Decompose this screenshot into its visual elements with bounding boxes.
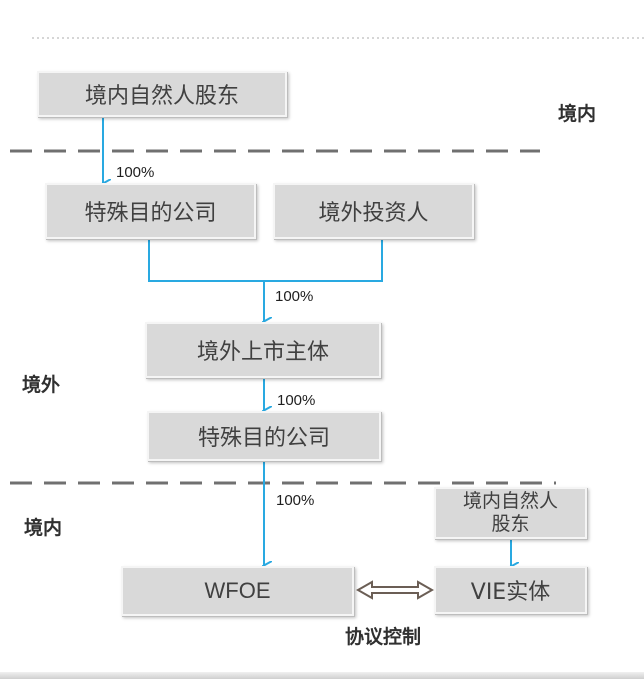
percent-label-shareholder-spv: 100% bbox=[116, 164, 155, 181]
footer-strip bbox=[0, 672, 644, 679]
percent-label-listed-spv: 100% bbox=[277, 392, 316, 409]
box-foreign-investor: 境外投资人 bbox=[273, 183, 474, 239]
region-label-domestic-top: 境内 bbox=[558, 103, 597, 125]
double-arrow-agreement bbox=[355, 580, 435, 600]
box-vie-entity: VIE实体 bbox=[434, 566, 587, 614]
box-domestic-shareholder-right: 境内自然人股东 bbox=[434, 487, 587, 539]
box-spv-top: 特殊目的公司 bbox=[45, 183, 256, 239]
region-label-overseas: 境外 bbox=[22, 374, 61, 396]
region-label-domestic-bottom: 境内 bbox=[24, 517, 63, 539]
percent-label-spv-wfoe: 100% bbox=[276, 492, 315, 509]
box-spv-bottom: 特殊目的公司 bbox=[147, 411, 381, 461]
box-wfoe: WFOE bbox=[121, 566, 354, 616]
percent-label-spv-listed: 100% bbox=[275, 288, 314, 305]
agreement-control-label: 协议控制 bbox=[345, 626, 422, 648]
box-domestic-shareholder: 境内自然人股东 bbox=[37, 71, 287, 117]
merge-connector bbox=[148, 238, 383, 282]
box-listed-entity: 境外上市主体 bbox=[145, 322, 381, 378]
